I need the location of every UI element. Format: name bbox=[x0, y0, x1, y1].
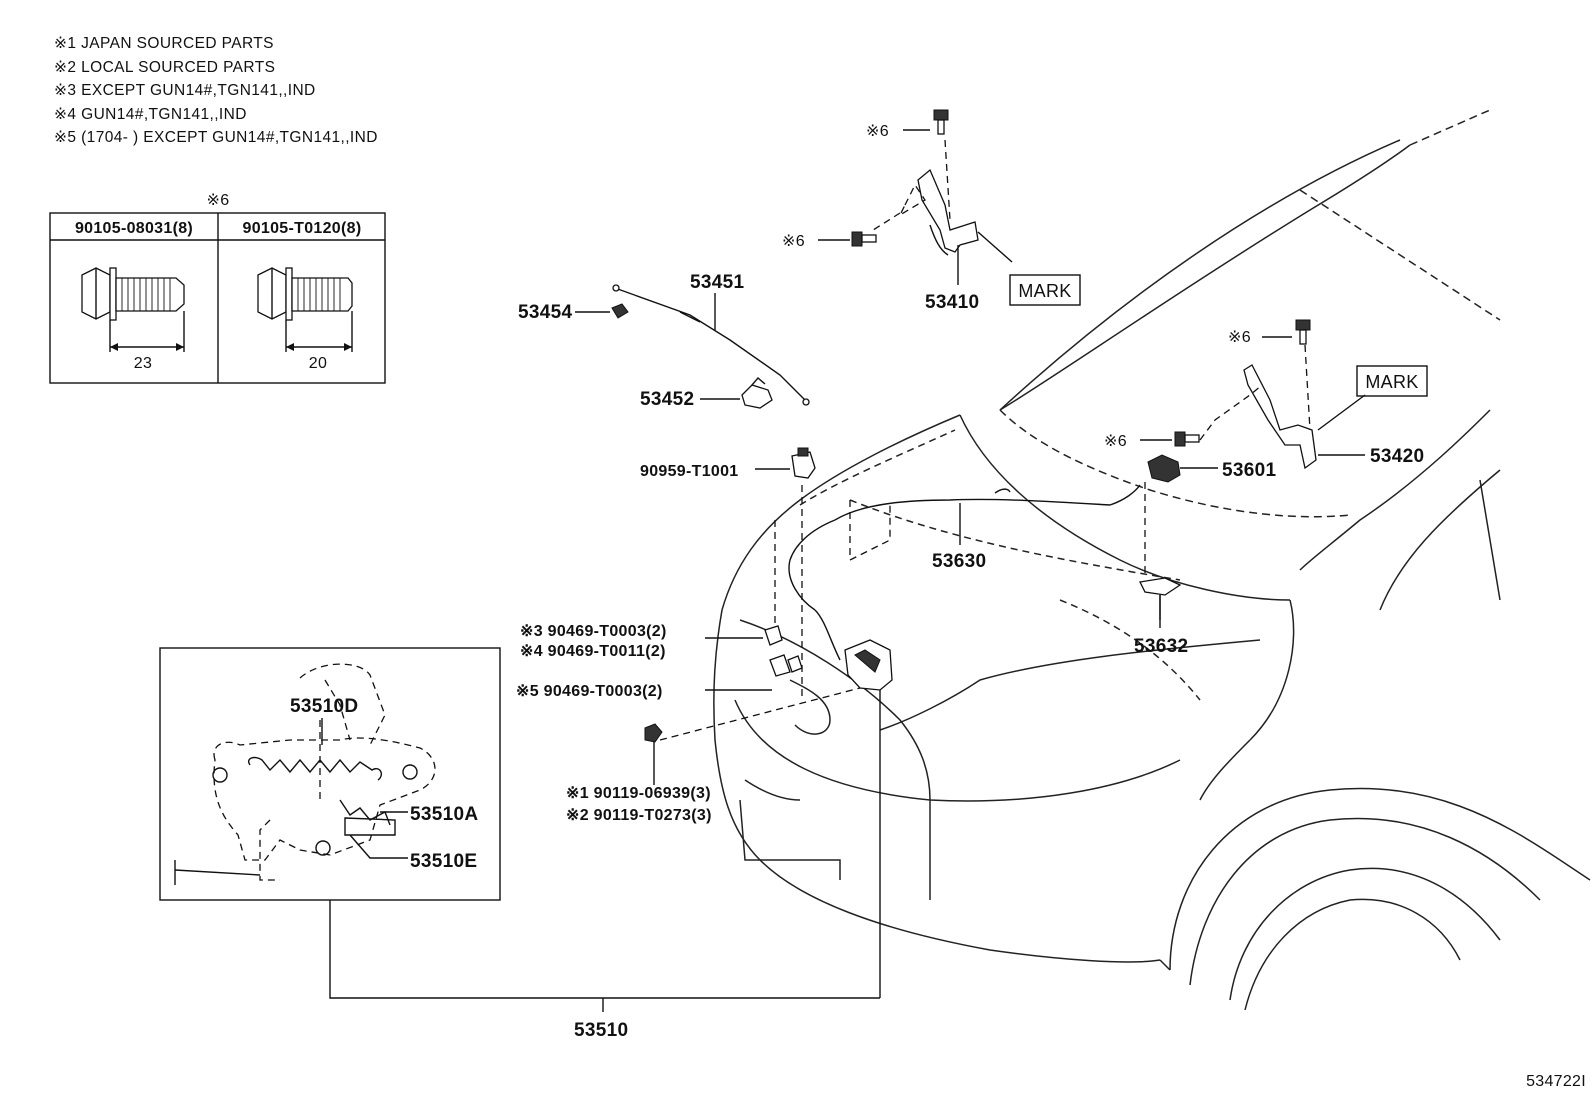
note-4: ※4 GUN14#,TGN141,,IND bbox=[54, 105, 247, 123]
label-90469-a: ※3 90469-T0003(2) bbox=[520, 623, 667, 640]
label-53452: 53452 bbox=[640, 389, 694, 410]
rod-holder-icon bbox=[741, 377, 773, 409]
label-53420: 53420 bbox=[1370, 446, 1424, 467]
bolt-icon bbox=[644, 723, 663, 785]
flange-bolt-icon bbox=[81, 267, 185, 352]
note-5: ※5 (1704- ) EXCEPT GUN14#,TGN141,,IND bbox=[54, 129, 378, 146]
vehicle-outline bbox=[713, 109, 1591, 1011]
label-53410: 53410 bbox=[925, 292, 979, 313]
marker-6-c: ※6 bbox=[1228, 329, 1251, 346]
hood-release-cable bbox=[774, 454, 1218, 700]
label-53601: 53601 bbox=[1222, 460, 1276, 481]
notes-legend: ※1 JAPAN SOURCED PARTS ※2 LOCAL SOURCED … bbox=[54, 32, 378, 150]
label-53510D: 53510D bbox=[290, 696, 358, 717]
label-90469-b: ※4 90469-T0011(2) bbox=[520, 643, 666, 660]
label-90119-b: ※2 90119-T0273(3) bbox=[566, 807, 712, 824]
label-53454: 53454 bbox=[518, 302, 572, 323]
marker-6-d: ※6 bbox=[1104, 433, 1127, 450]
label-90469-c: ※5 90469-T0003(2) bbox=[516, 683, 663, 700]
hood-cushion bbox=[755, 447, 816, 479]
label-53510A: 53510A bbox=[410, 804, 478, 825]
bolt-icon bbox=[933, 109, 949, 135]
bolt-icon bbox=[1295, 319, 1311, 345]
bolt-part-2: 90105-T0120(8) bbox=[243, 220, 362, 237]
mark-box-1: MARK bbox=[1009, 274, 1081, 306]
marker-6-b: ※6 bbox=[782, 233, 805, 250]
bolt-length-1: 23 bbox=[134, 355, 152, 372]
hood-support-rod bbox=[575, 284, 810, 409]
label-53630: 53630 bbox=[932, 551, 986, 572]
label-53451: 53451 bbox=[690, 272, 744, 293]
note-3: ※3 EXCEPT GUN14#,TGN141,,IND bbox=[54, 82, 316, 99]
assembly-bracket bbox=[329, 900, 880, 999]
flange-bolt-icon bbox=[257, 267, 353, 352]
clip-icon bbox=[611, 303, 629, 319]
bolt-table-marker: ※6 bbox=[207, 192, 230, 209]
hood-switch-icon bbox=[1147, 454, 1181, 483]
note-2: ※2 LOCAL SOURCED PARTS bbox=[54, 58, 276, 76]
label-53632: 53632 bbox=[1134, 636, 1188, 657]
clip-group bbox=[705, 625, 803, 691]
figure-id: 534722I bbox=[1526, 1073, 1586, 1090]
label-53510: 53510 bbox=[574, 1020, 628, 1041]
hood-hinge-right bbox=[1140, 319, 1366, 470]
label-90959: 90959-T1001 bbox=[640, 463, 739, 480]
lock-detail-inset bbox=[159, 647, 501, 901]
label-90119-a: ※1 90119-06939(3) bbox=[566, 785, 711, 802]
hood-lock-assembly bbox=[644, 639, 893, 998]
marker-6-a: ※6 bbox=[866, 123, 889, 140]
bolt-icon bbox=[851, 231, 877, 247]
bolt-length-2: 20 bbox=[309, 355, 327, 372]
mark-box-2: MARK bbox=[1356, 365, 1428, 397]
bolt-icon bbox=[1174, 431, 1200, 447]
hood-hinge-left bbox=[818, 109, 1013, 285]
note-1: ※1 JAPAN SOURCED PARTS bbox=[54, 35, 274, 52]
bolt-table: ※6 90105-08031(8) 90105-T0120(8) 23 bbox=[49, 192, 386, 384]
label-53510E: 53510E bbox=[410, 851, 477, 872]
svg-text:MARK: MARK bbox=[1018, 281, 1071, 301]
bolt-part-1: 90105-08031(8) bbox=[75, 220, 193, 237]
svg-text:MARK: MARK bbox=[1365, 372, 1418, 392]
